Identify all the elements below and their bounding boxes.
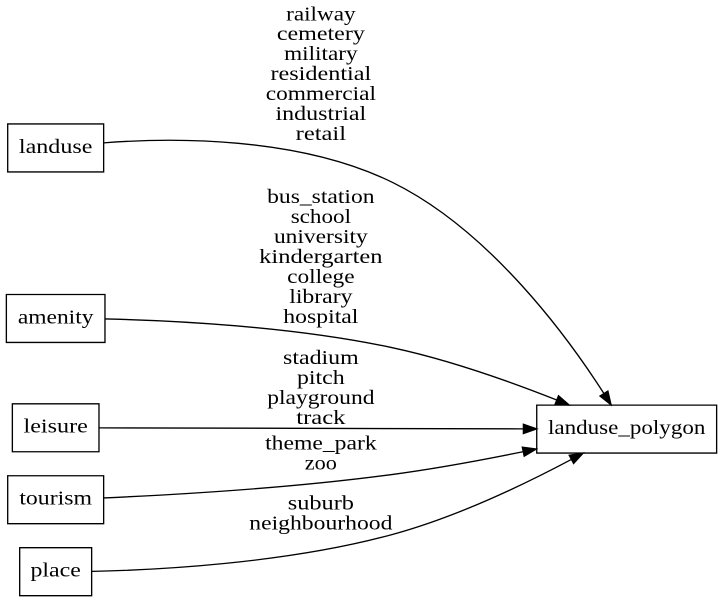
- svg-text:kindergarten: kindergarten: [259, 246, 382, 268]
- svg-text:playground: playground: [267, 387, 374, 409]
- svg-text:zoo: zoo: [305, 452, 337, 474]
- svg-text:industrial: industrial: [275, 103, 366, 125]
- svg-text:neighbourhood: neighbourhood: [249, 512, 392, 534]
- svg-text:cemetery: cemetery: [277, 23, 365, 45]
- svg-text:library: library: [289, 286, 352, 308]
- svg-text:leisure: leisure: [24, 416, 88, 438]
- svg-text:place: place: [30, 560, 81, 582]
- svg-text:bus_station: bus_station: [267, 186, 374, 208]
- svg-text:tourism: tourism: [19, 488, 92, 510]
- svg-text:military: military: [284, 43, 357, 65]
- svg-text:residential: residential: [270, 63, 371, 85]
- svg-text:landuse_polygon: landuse_polygon: [548, 417, 705, 439]
- svg-text:commercial: commercial: [266, 83, 377, 105]
- svg-text:school: school: [291, 206, 352, 228]
- svg-text:suburb: suburb: [288, 492, 354, 514]
- svg-text:college: college: [287, 266, 355, 288]
- svg-text:hospital: hospital: [283, 306, 359, 328]
- svg-text:pitch: pitch: [297, 367, 345, 389]
- svg-text:stadium: stadium: [283, 347, 359, 369]
- svg-text:university: university: [274, 226, 368, 248]
- svg-text:railway: railway: [286, 3, 355, 25]
- svg-text:amenity: amenity: [18, 306, 94, 328]
- svg-text:retail: retail: [296, 123, 347, 145]
- svg-text:landuse: landuse: [19, 136, 93, 158]
- svg-text:track: track: [296, 407, 345, 429]
- svg-text:theme_park: theme_park: [265, 432, 377, 454]
